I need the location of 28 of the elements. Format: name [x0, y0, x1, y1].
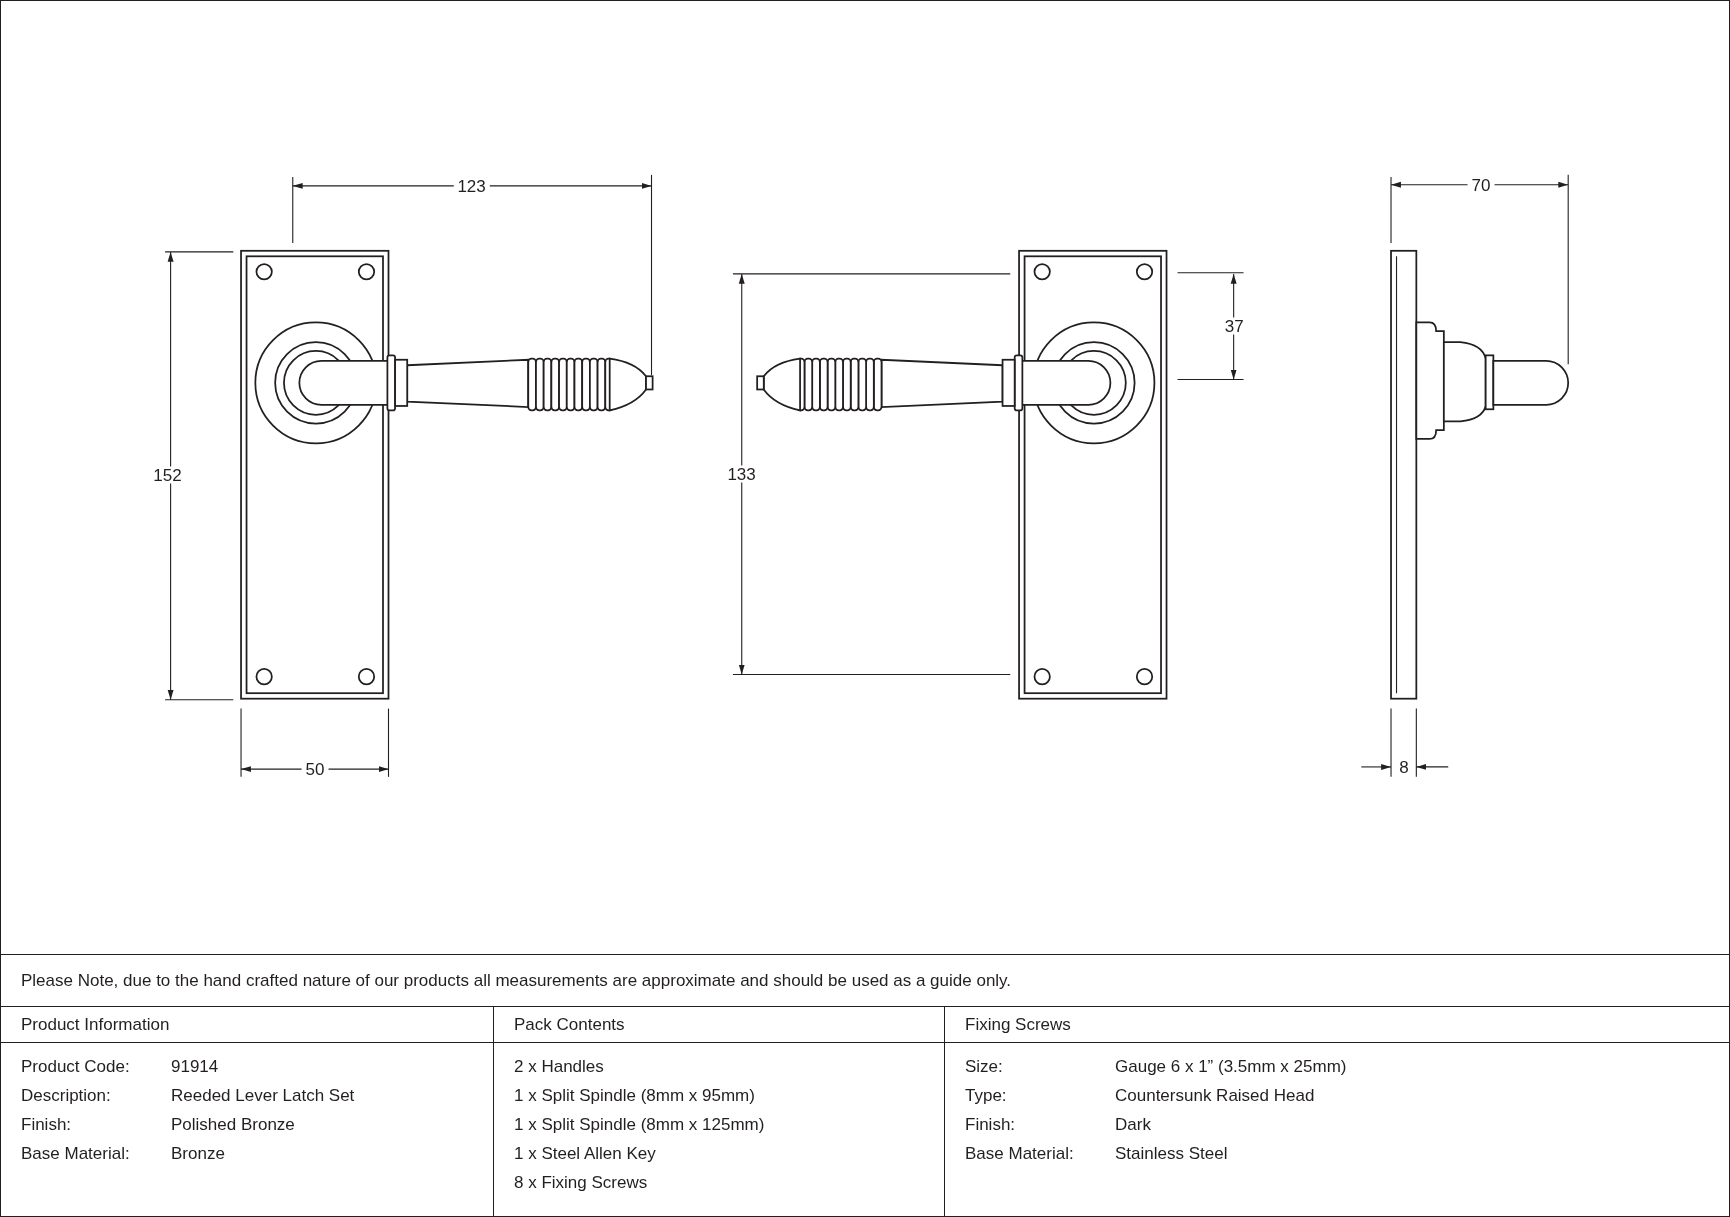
field-label: Base Material:	[21, 1143, 131, 1165]
list-item: 2 x Handles	[514, 1056, 605, 1078]
list-item: 1 x Steel Allen Key	[514, 1143, 657, 1165]
column-header: Fixing Screws	[965, 1013, 1071, 1036]
field-label: Description:	[21, 1085, 112, 1107]
field-value: Polished Bronze	[171, 1114, 295, 1136]
note-text: Please Note, due to the hand crafted nature of our products all measurements are approximate and should be used as a guide only.	[21, 969, 1012, 992]
field-label: Product Code:	[21, 1056, 131, 1078]
list-item: 1 x Split Spindle (8mm x 125mm)	[514, 1114, 766, 1136]
field-value: Dark	[1115, 1114, 1151, 1136]
field-label: Finish:	[21, 1114, 73, 1136]
dimension-value: 50	[301, 760, 329, 778]
column-header: Pack Contents	[514, 1013, 625, 1036]
field-label: Type:	[965, 1085, 1008, 1107]
field-value: Gauge 6 x 1” (3.5mm x 25mm)	[1115, 1056, 1347, 1078]
field-value: Bronze	[171, 1143, 225, 1165]
field-value: 91914	[171, 1056, 219, 1078]
field-value: Reeded Lever Latch Set	[171, 1085, 355, 1107]
field-value: Countersunk Raised Head	[1115, 1085, 1315, 1107]
list-item: 1 x Split Spindle (8mm x 95mm)	[514, 1085, 756, 1107]
dimension-value: 70	[1467, 176, 1495, 194]
field-label: Size:	[965, 1056, 1004, 1078]
field-label: Finish:	[965, 1114, 1017, 1136]
dimension-value: 123	[453, 177, 490, 195]
field-value: Stainless Steel	[1115, 1143, 1228, 1165]
list-item: 8 x Fixing Screws	[514, 1172, 649, 1194]
column-header: Product Information	[21, 1013, 170, 1036]
field-label: Base Material:	[965, 1143, 1075, 1165]
